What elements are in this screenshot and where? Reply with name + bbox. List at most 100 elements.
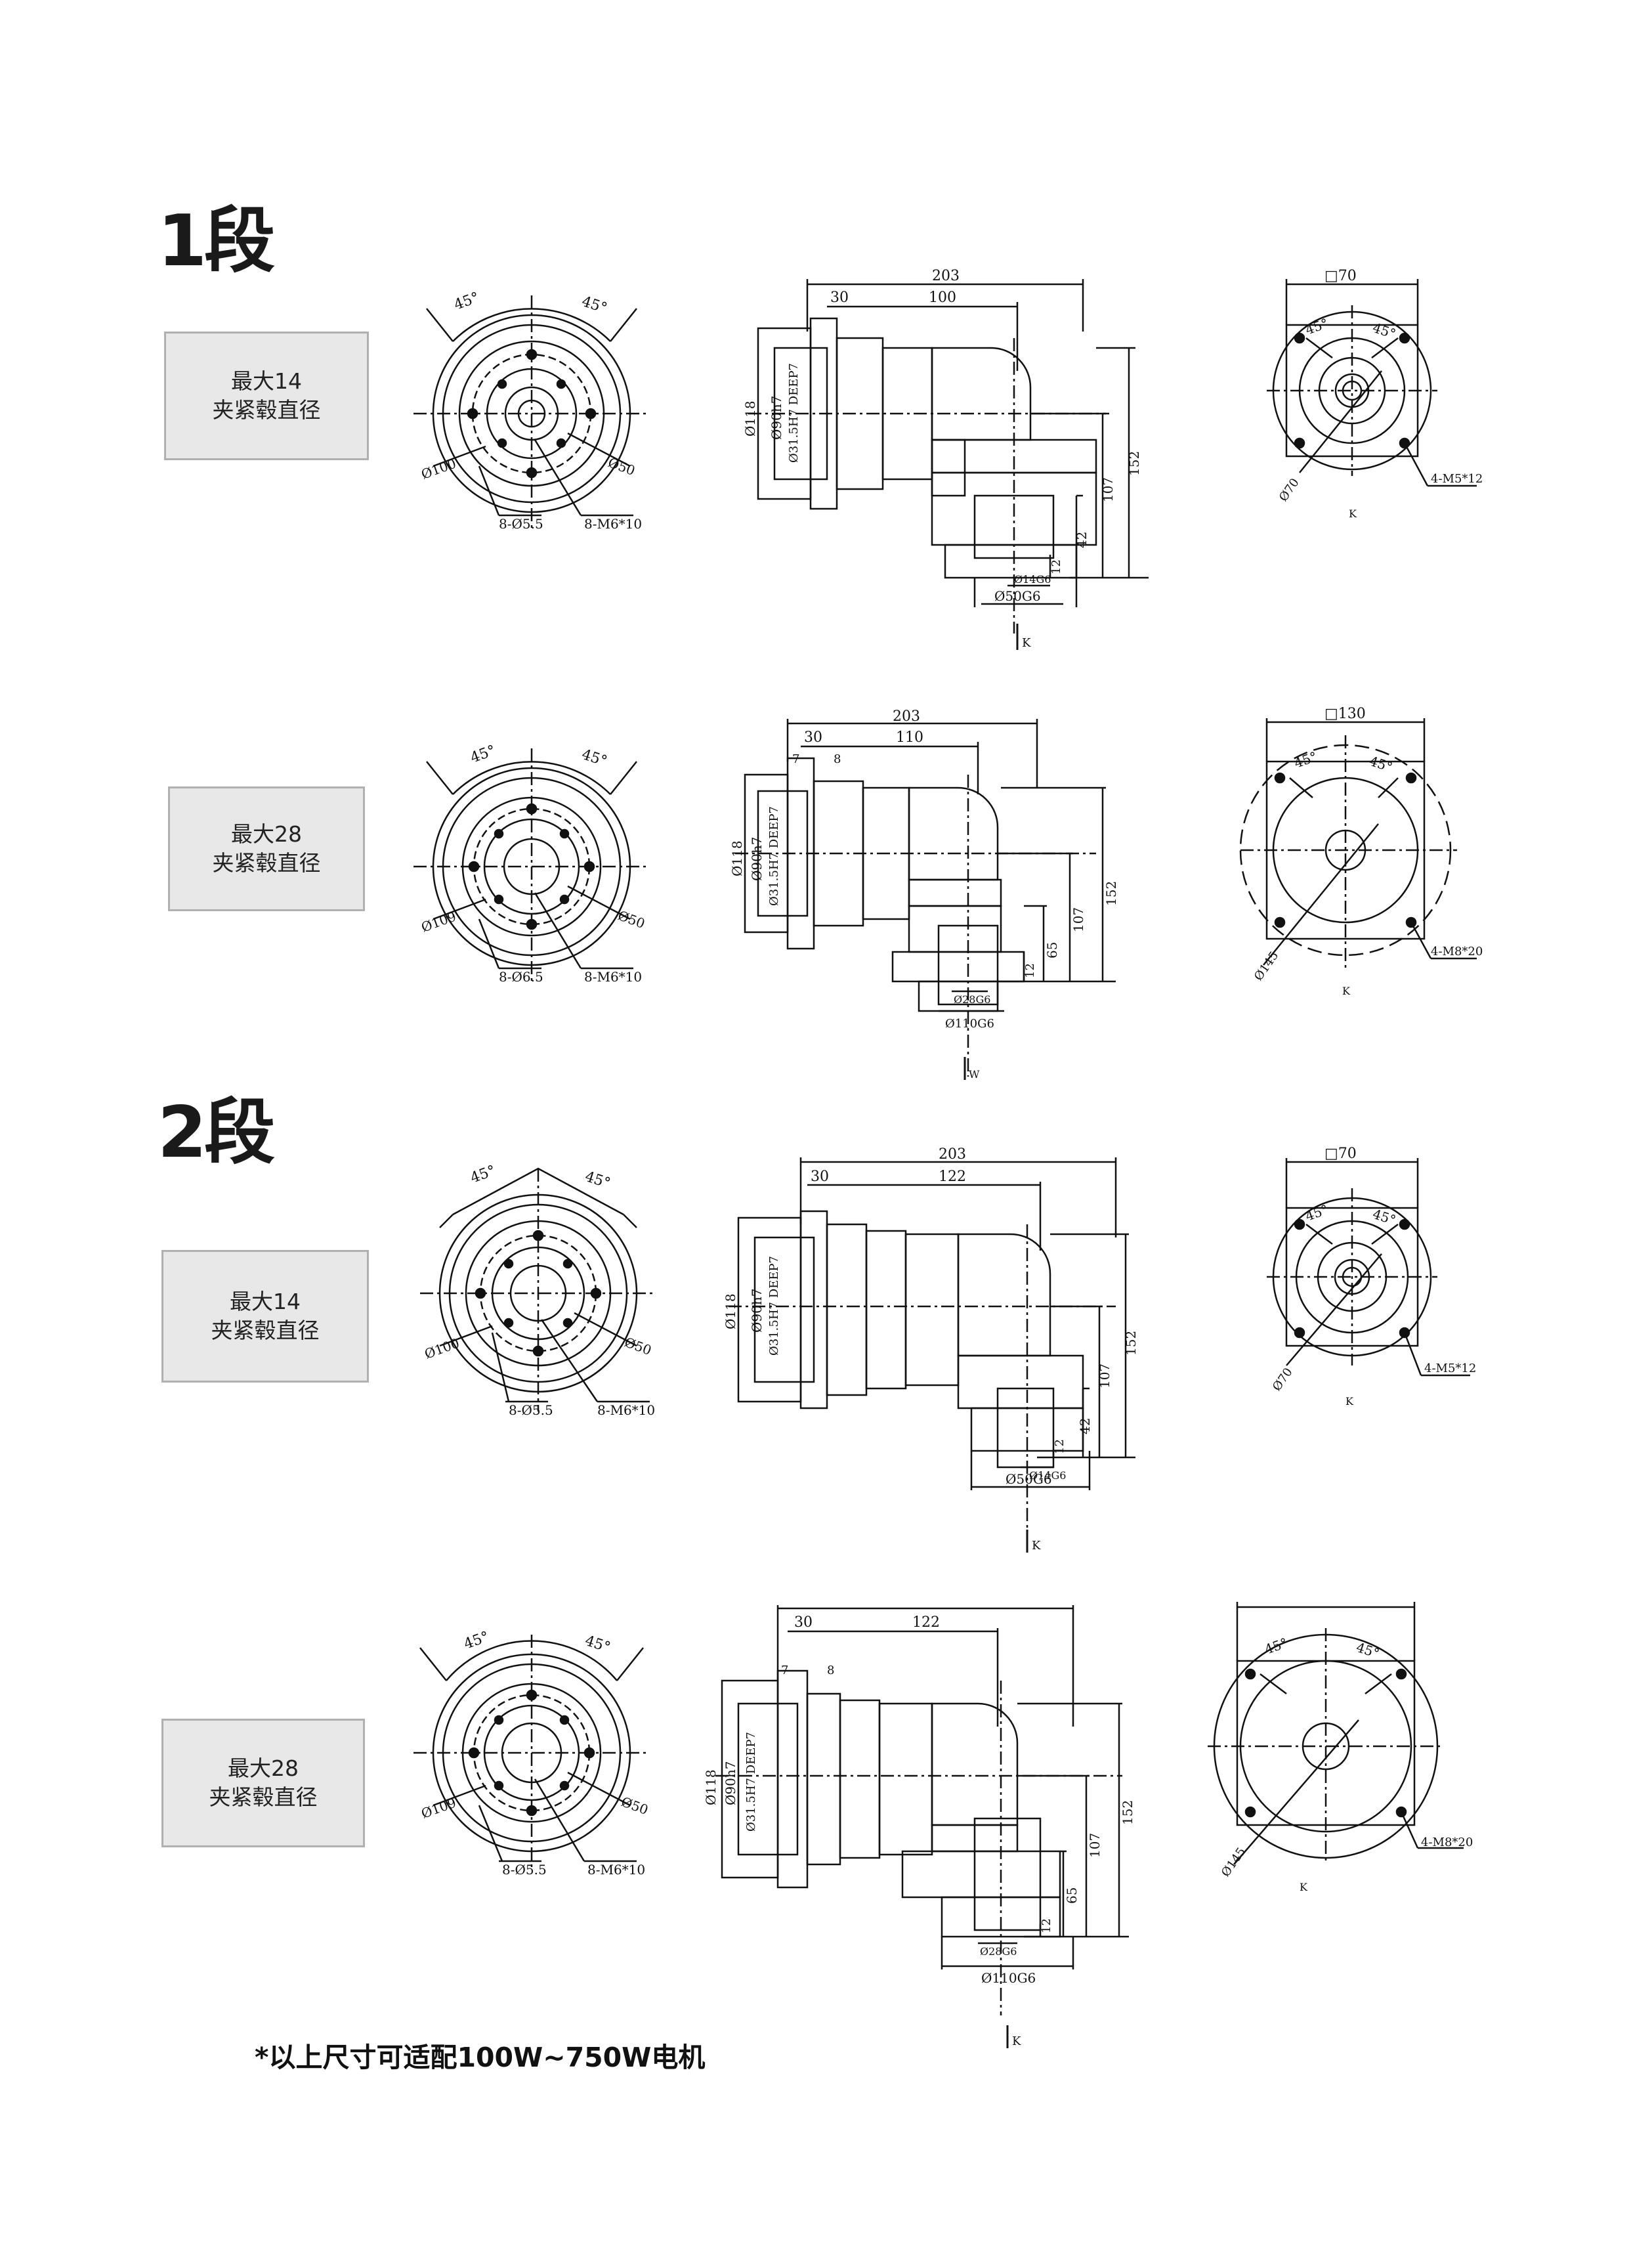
angle-label: 45°: [1303, 1201, 1331, 1224]
dim-label: 12: [1023, 963, 1037, 978]
dim-label: 203: [893, 708, 920, 725]
dia-label: Ø70: [1270, 1365, 1296, 1394]
label-box-s1-r2: 最大28 夹紧毂直径: [168, 786, 365, 911]
dim-label: 12: [1040, 1918, 1053, 1933]
front-view-drawing-s1-r2: 45° 45° Ø109 Ø50 8-Ø6.5 8-M6*10: [413, 742, 650, 985]
hole-label: 8-M6*10: [584, 516, 642, 532]
dim-label: Ø14G6: [1029, 1469, 1066, 1482]
angle-label: 45°: [1367, 753, 1394, 775]
dim-label: 8: [827, 1664, 834, 1677]
view-label: K: [1345, 1395, 1354, 1408]
end-view-drawing-s2-r2: 45° 45° Ø145 4-M8*20 K: [1208, 1602, 1473, 1893]
dia-label: Ø100: [419, 455, 458, 482]
front-view-drawing-s1-r1: [413, 295, 650, 532]
angle-label: 45°: [1292, 748, 1320, 771]
dim-label: 30: [811, 1169, 829, 1185]
dim-label: Ø31.5H7 DEEP7: [767, 1256, 781, 1356]
angle-label: 45°: [469, 742, 498, 767]
dim-label: □130: [1324, 706, 1366, 722]
dim-label: 100: [929, 290, 956, 306]
view-label: K: [1032, 1539, 1041, 1553]
dia-label: Ø50: [619, 1794, 650, 1818]
dim-label: Ø118: [723, 1293, 738, 1329]
view-label: K: [1300, 1881, 1308, 1893]
footnote: *以上尺寸可适配100W~750W电机: [255, 2042, 706, 2073]
dim-label: Ø90h7: [723, 1761, 738, 1805]
dim-label: 107: [1070, 907, 1086, 932]
dim-label: 42: [1077, 1418, 1093, 1434]
stage-2-title: 2段: [158, 1092, 275, 1174]
stage-1-title: 1段: [158, 200, 275, 282]
dim-label: 152: [1126, 451, 1142, 476]
dim-label: □70: [1324, 268, 1357, 284]
dim-label: 30: [794, 1614, 813, 1631]
dim-label: Ø31.5H7 DEEP7: [787, 363, 801, 463]
end-view-drawing-s1-r2: □130 45° 45° Ø145 4-M8*20 K: [1239, 706, 1483, 997]
view-label: K: [1012, 2034, 1021, 2048]
hole-label: 8-Ø5.5: [499, 516, 543, 532]
hole-label: 8-M6*10: [597, 1402, 655, 1418]
front-view-drawing-s2-r1: 45° 45° Ø100 Ø50 8-Ø5.5 8-M6*10: [420, 1163, 656, 1418]
angle-label: 45°: [583, 1633, 612, 1656]
dim-label: Ø110G6: [945, 1017, 994, 1031]
side-view-drawing-s1-r2: 203 30 110 7 8 Ø118 Ø90h7 Ø31.5H7 DEEP7 …: [729, 708, 1119, 1081]
angle-label: 45°: [462, 1629, 492, 1653]
angle-label: 45°: [1263, 1635, 1290, 1658]
dim-label: 12: [1049, 559, 1063, 574]
hole-label: 8-Ø5.5: [509, 1402, 553, 1418]
dia-label: Ø145: [1252, 949, 1281, 983]
bolt-label: 4-M5*12: [1431, 472, 1483, 486]
view-label: K: [1342, 985, 1351, 997]
side-view-drawing-s2-r2: 30 122 7 8 Ø118 Ø90h7 Ø31.5H7 DEEP7 152 …: [703, 1605, 1135, 2048]
dim-label: Ø90h7: [769, 396, 784, 440]
label-line-2: 夹紧毂直径: [212, 397, 321, 423]
dim-label: Ø31.5H7 DEEP7: [767, 806, 781, 906]
dim-label: Ø110G6: [981, 1970, 1036, 1986]
label-line-2: 夹紧毂直径: [212, 850, 321, 876]
dim-label: 122: [912, 1614, 940, 1631]
dim-label: Ø50G6: [1006, 1471, 1052, 1487]
dim-label: Ø118: [742, 400, 758, 437]
hole-label: 8-M6*10: [587, 1862, 645, 1878]
angle-label: 45°: [580, 293, 609, 317]
bolt-label: 4-M8*20: [1421, 1836, 1473, 1849]
front-view-drawing-s2-r2: 45° 45° Ø109 Ø50 8-Ø5.5 8-M6*10: [413, 1629, 650, 1878]
hole-label: 8-Ø6.5: [499, 969, 543, 985]
label-line-1: 最大14: [230, 1289, 301, 1314]
dim-label: 42: [1074, 532, 1090, 548]
hole-label: 8-M6*10: [584, 969, 642, 985]
dia-label: Ø50: [606, 454, 637, 479]
side-view-drawing-s2-r1: 203 30 122 Ø118 Ø90h7 Ø31.5H7 DEEP7 152 …: [723, 1146, 1139, 1553]
dim-label: Ø14G6: [1014, 573, 1051, 586]
dim-label: 107: [1097, 1364, 1112, 1388]
side-view-drawing-s1-r1: 203 30 100 Ø118 Ø90h7 Ø31.5H7 DEEP7 152 …: [742, 268, 1149, 650]
dim-label: 152: [1103, 881, 1119, 906]
dim-label: 7: [792, 752, 799, 766]
dim-label: Ø118: [703, 1769, 719, 1805]
angle-label: 45°: [580, 746, 609, 770]
angle-label: 45°: [583, 1169, 612, 1192]
dim-label: 30: [830, 290, 849, 306]
dim-label: 65: [1044, 942, 1060, 958]
label-line-2: 夹紧毂直径: [209, 1784, 318, 1810]
end-view-drawing-s1-r1: □70 45° 45° Ø70 4-M5*12 K: [1267, 268, 1483, 520]
label-box-s2-r1: 最大14 夹紧毂直径: [161, 1250, 369, 1383]
view-label: K: [1349, 507, 1357, 520]
bolt-label: 4-M5*12: [1424, 1362, 1476, 1375]
angle-label: 45°: [452, 290, 482, 314]
dim-label: 30: [804, 729, 822, 746]
dim-label: Ø90h7: [749, 1289, 765, 1333]
dim-label: Ø50G6: [994, 588, 1041, 604]
dim-label: Ø28G6: [980, 1945, 1017, 1958]
end-view-drawing-s2-r1: □70 45° 45° Ø70 4-M5*12 K: [1267, 1146, 1476, 1408]
dim-label: 65: [1064, 1887, 1080, 1904]
view-label: K: [1022, 636, 1031, 650]
dia-label: Ø50: [622, 1334, 654, 1358]
label-line-1: 最大14: [231, 368, 302, 394]
bolt-label: 4-M8*20: [1431, 945, 1483, 958]
label-box-s2-r2: 最大28 夹紧毂直径: [161, 1719, 365, 1847]
view-label: W: [969, 1068, 980, 1081]
dia-label: Ø109: [419, 1794, 458, 1821]
dim-label: 110: [896, 729, 923, 746]
dim-label: 107: [1087, 1833, 1103, 1858]
